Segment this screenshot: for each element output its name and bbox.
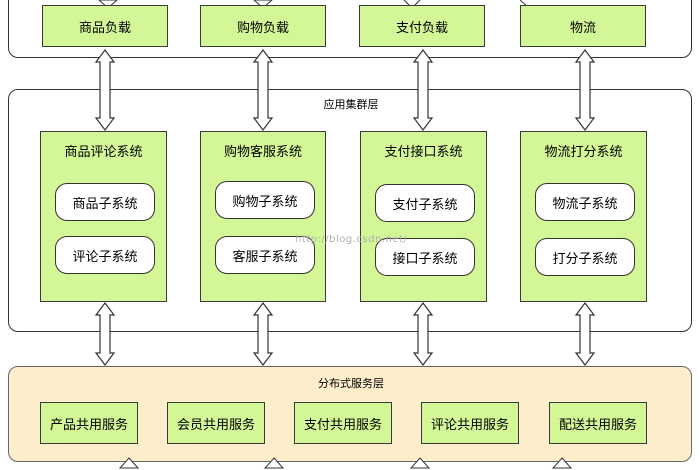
double-arrow-app-to-service xyxy=(574,302,596,366)
double-arrow-load-to-app xyxy=(574,49,596,131)
load-box-logistics: 物流 xyxy=(520,5,646,47)
system-title: 商品评论系统 xyxy=(64,145,143,160)
subsystem-box: 评论子系统 xyxy=(55,236,155,274)
service-box-review: 评论共用服务 xyxy=(421,402,519,444)
arrowhead-bottom xyxy=(409,457,431,469)
subsystem-box: 接口子系统 xyxy=(375,238,475,276)
system-box-logistics-rating: 物流打分系统 物流子系统 打分子系统 xyxy=(520,131,647,302)
subsystem-box: 客服子系统 xyxy=(215,236,315,274)
system-title: 物流打分系统 xyxy=(544,145,623,160)
service-box-product: 产品共用服务 xyxy=(40,402,138,444)
watermark-text: http://blog.csdn.net/ xyxy=(295,234,408,245)
app-layer-title: 应用集群层 xyxy=(323,98,379,111)
system-title: 购物客服系统 xyxy=(223,145,302,160)
system-box-shopping-service: 购物客服系统 购物子系统 客服子系统 xyxy=(200,131,326,302)
load-box-product: 商品负载 xyxy=(42,5,168,47)
double-arrow-app-to-service xyxy=(252,302,274,366)
arrowhead-bottom xyxy=(263,457,285,469)
service-layer-title: 分布式服务层 xyxy=(318,377,384,390)
service-box-payment: 支付共用服务 xyxy=(294,402,392,444)
double-arrow-app-to-service xyxy=(94,302,116,366)
double-arrow-app-to-service xyxy=(412,302,434,366)
top-arrowheads xyxy=(98,0,528,9)
system-box-payment-interface: 支付接口系统 支付子系统 接口子系统 xyxy=(360,131,487,302)
double-arrow-load-to-app xyxy=(94,49,116,131)
double-arrow-load-to-app xyxy=(412,49,434,131)
arrowhead-bottom xyxy=(118,457,140,469)
service-box-member: 会员共用服务 xyxy=(167,402,265,444)
load-box-payment: 支付负载 xyxy=(359,5,485,47)
load-box-shopping: 购物负载 xyxy=(200,5,326,47)
subsystem-box: 打分子系统 xyxy=(535,238,635,276)
subsystem-box: 商品子系统 xyxy=(55,183,155,221)
double-arrow-load-to-app xyxy=(252,49,274,131)
system-title: 支付接口系统 xyxy=(384,145,463,160)
service-box-delivery: 配送共用服务 xyxy=(549,402,647,444)
arrowhead-bottom xyxy=(551,457,573,469)
system-box-product-review: 商品评论系统 商品子系统 评论子系统 xyxy=(40,131,167,302)
subsystem-box: 购物子系统 xyxy=(215,181,315,219)
subsystem-box: 物流子系统 xyxy=(535,183,635,221)
subsystem-box: 支付子系统 xyxy=(375,184,475,222)
